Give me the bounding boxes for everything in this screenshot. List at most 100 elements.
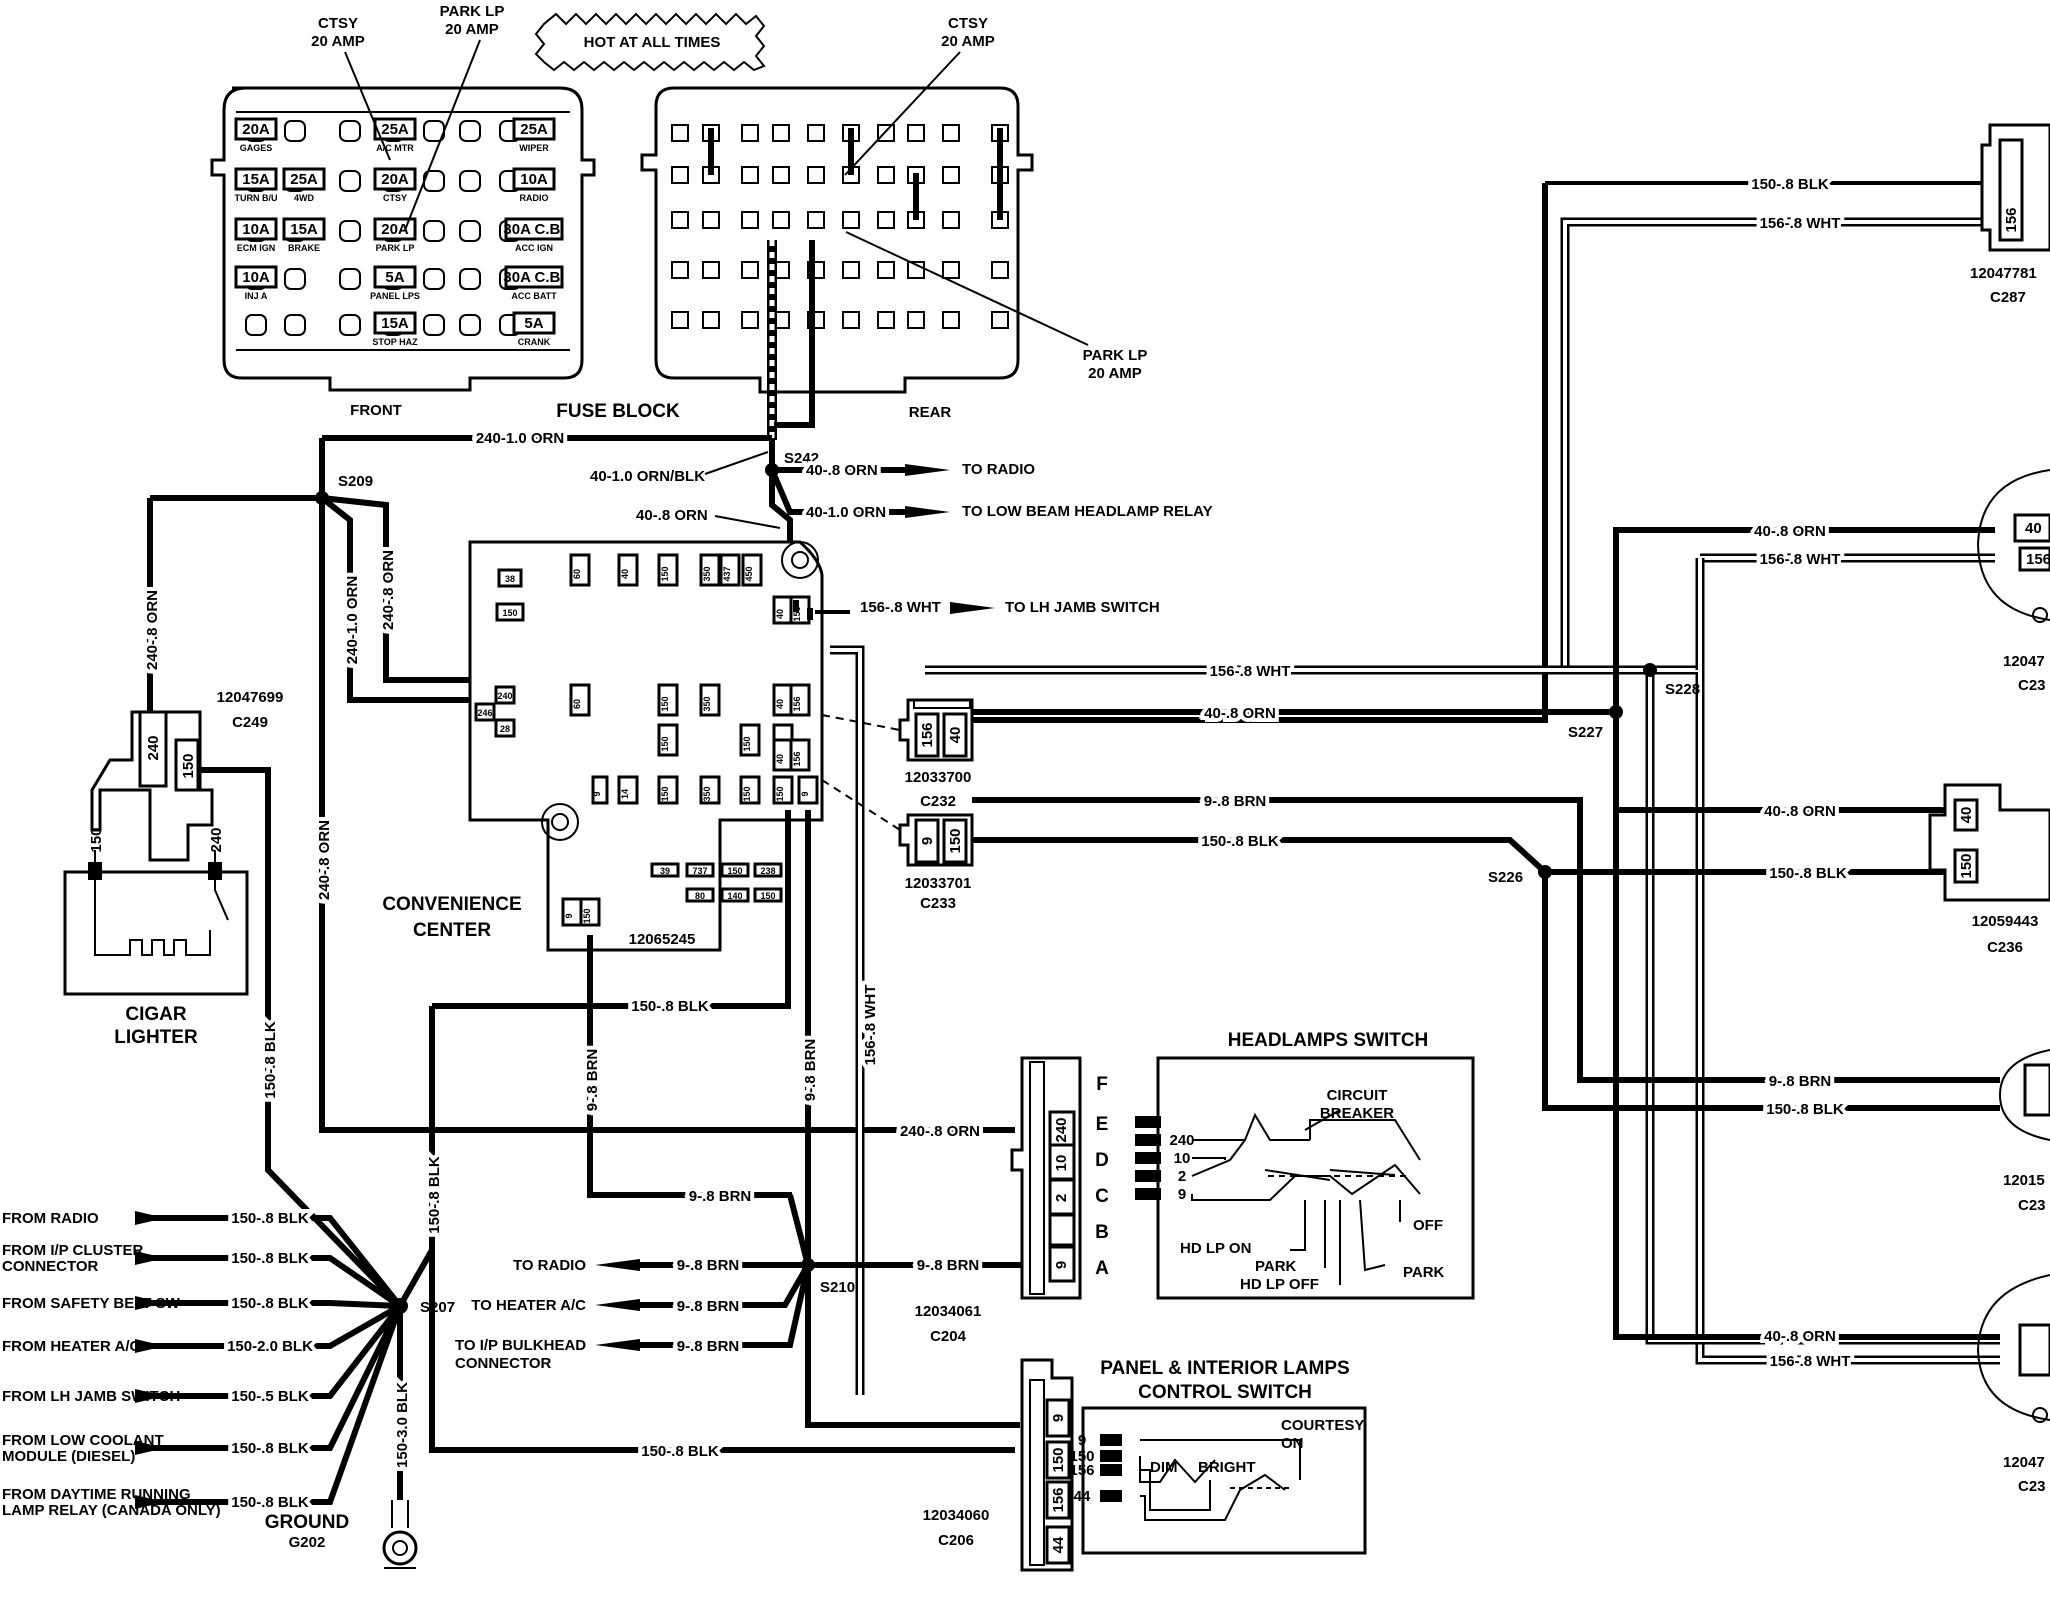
ground-source-label: FROM SAFETY BELT SW bbox=[2, 1295, 181, 1312]
rear-cell bbox=[741, 261, 759, 279]
wire-label-240-8-orn-vert: 240-.8 ORN bbox=[380, 550, 397, 630]
fuse-slot bbox=[339, 120, 361, 142]
splice-s228 bbox=[1643, 663, 1657, 677]
cc-cell bbox=[650, 862, 680, 878]
splice-s228-label: S228 bbox=[1665, 681, 1700, 698]
callout-park-front-1: PARK LP bbox=[440, 3, 505, 20]
cc-cell bbox=[494, 685, 516, 705]
rear-cell bbox=[877, 311, 895, 329]
ps-pin-label: 44 bbox=[1074, 1488, 1091, 1505]
cc-cell bbox=[699, 683, 721, 717]
rear-cell bbox=[907, 311, 925, 329]
c23a-pin-156: 156 bbox=[2026, 551, 2050, 568]
cc-cell-label: 150 bbox=[660, 696, 670, 711]
rear-cell bbox=[702, 211, 720, 229]
callout-park-front-2: 20 AMP bbox=[445, 21, 499, 38]
ground-source-wire-label: 150-.8 BLK bbox=[231, 1295, 309, 1312]
cc-cell bbox=[753, 862, 783, 878]
rear-cell bbox=[702, 311, 720, 329]
splice-s227-label: S227 bbox=[1568, 724, 1603, 741]
c23c-id: C23 bbox=[2018, 1478, 2046, 1495]
fuse-name: ACC IGN bbox=[515, 243, 553, 253]
rear-cell bbox=[877, 124, 895, 142]
ground-source-wire bbox=[150, 1255, 402, 1309]
dest-to-low-beam: TO LOW BEAM HEADLAMP RELAY bbox=[962, 503, 1213, 520]
c204-cavity-letter: D bbox=[1095, 1150, 1109, 1171]
wire-label-150-8-blk-mid: 150-.8 BLK bbox=[631, 998, 709, 1015]
wire-label-9-8-brn-s210-top: 9-.8 BRN bbox=[689, 1188, 752, 1205]
cc-cell-label: 150 bbox=[760, 891, 775, 901]
cc-cell-label: 40 bbox=[775, 609, 785, 619]
hs-park-left: PARK bbox=[1255, 1258, 1297, 1275]
cc-cell-label: 140 bbox=[727, 891, 742, 901]
rear-cell bbox=[671, 124, 689, 142]
cc-cell-label: 350 bbox=[702, 566, 712, 581]
fuse bbox=[373, 167, 417, 191]
ground-source-label: FROM HEATER A/C bbox=[2, 1338, 140, 1355]
wire-label-156-8-wht-jamb: 156-.8 WHT bbox=[860, 599, 941, 616]
cc-cell-label: 150 bbox=[775, 786, 785, 801]
fuse-slot bbox=[339, 314, 361, 336]
c204-cavity-letter: E bbox=[1096, 1114, 1109, 1135]
splice-s209 bbox=[315, 491, 329, 505]
fuse bbox=[373, 217, 417, 241]
ground-title: GROUND bbox=[265, 1512, 349, 1533]
cc-cell-label: 9 bbox=[592, 791, 602, 796]
c206-pin-label: 156 bbox=[1050, 1487, 1067, 1512]
cc-cell-label: 40 bbox=[775, 699, 785, 709]
wire-label-156-8-wht-c287: 156-.8 WHT bbox=[1760, 215, 1841, 232]
cc-cell bbox=[739, 775, 761, 805]
wire-label-40-8-orn-c23a: 40-.8 ORN bbox=[1754, 523, 1826, 540]
fuse-name: PANEL LPS bbox=[370, 291, 420, 301]
ground-source-wire bbox=[150, 1303, 402, 1349]
wire-label-240-8-orn-long: 240-.8 ORN bbox=[316, 820, 333, 900]
fuse-amp: 10A bbox=[242, 221, 270, 238]
wire-label-40-8-orn-radio: 40-.8 ORN bbox=[806, 462, 878, 479]
convenience-center-title-1: CONVENIENCE bbox=[382, 894, 521, 915]
callout-ctsy-front-2: 20 AMP bbox=[311, 33, 365, 50]
wire-label-9-8-brn-heater: 9-.8 BRN bbox=[677, 1298, 740, 1315]
ground-source-arrow bbox=[135, 1296, 165, 1310]
rear-cell bbox=[741, 166, 759, 184]
cigar-wire-150: 150 bbox=[88, 827, 105, 852]
c23c-part: 12047 bbox=[2003, 1454, 2045, 1471]
rear-cell bbox=[877, 166, 895, 184]
dest-to-ip-bulkhead-1: TO I/P BULKHEAD bbox=[455, 1337, 586, 1354]
ground-source-wire bbox=[150, 1304, 403, 1451]
splice-s210-label: S210 bbox=[820, 1279, 855, 1296]
hot-at-all-times-text: HOT AT ALL TIMES bbox=[584, 34, 721, 51]
cc-cell bbox=[719, 553, 741, 587]
fuse-slot bbox=[339, 268, 361, 290]
cigar-lighter: 150 240 bbox=[63, 827, 249, 996]
dest-to-lh-jamb: TO LH JAMB SWITCH bbox=[1005, 599, 1160, 616]
rear-cell bbox=[702, 261, 720, 279]
ps-courtesy-2: ON bbox=[1281, 1435, 1304, 1452]
splice-s226 bbox=[1538, 865, 1552, 879]
fuse-slot bbox=[284, 268, 306, 290]
cc-cell-label: 150 bbox=[660, 786, 670, 801]
hs-off: OFF bbox=[1413, 1217, 1443, 1234]
callout-park-rear-2: 20 AMP bbox=[1088, 365, 1142, 382]
wire-label-240-8-orn-c204: 240-.8 ORN bbox=[900, 1123, 980, 1140]
ground-source-wire-label: 150-.8 BLK bbox=[231, 1440, 309, 1457]
hs-pin bbox=[1135, 1188, 1161, 1200]
wire-label-150-8-blk-cigar: 150-.8 BLK bbox=[262, 1021, 279, 1099]
fuse-name: 4WD bbox=[294, 193, 315, 203]
c206-pin bbox=[1045, 1480, 1071, 1520]
wire-label-156-8-wht-c23a: 156-.8 WHT bbox=[1760, 551, 1841, 568]
fuse bbox=[512, 311, 556, 335]
fuse-name: RADIO bbox=[520, 193, 549, 203]
wire-label-40-8-orn-cc: 40-.8 ORN bbox=[636, 507, 708, 524]
fuse-amp: 15A bbox=[381, 315, 409, 332]
rear-cell bbox=[807, 211, 825, 229]
rear-cell bbox=[942, 166, 960, 184]
fuse-amp: 25A bbox=[381, 121, 409, 138]
c23a-pin-40: 40 bbox=[2025, 520, 2042, 537]
rear-cell bbox=[772, 211, 790, 229]
callout-ctsy-rear-2: 20 AMP bbox=[941, 33, 995, 50]
fuse-name: ACC BATT bbox=[511, 291, 557, 301]
c206-pin-label: 150 bbox=[1050, 1447, 1067, 1472]
